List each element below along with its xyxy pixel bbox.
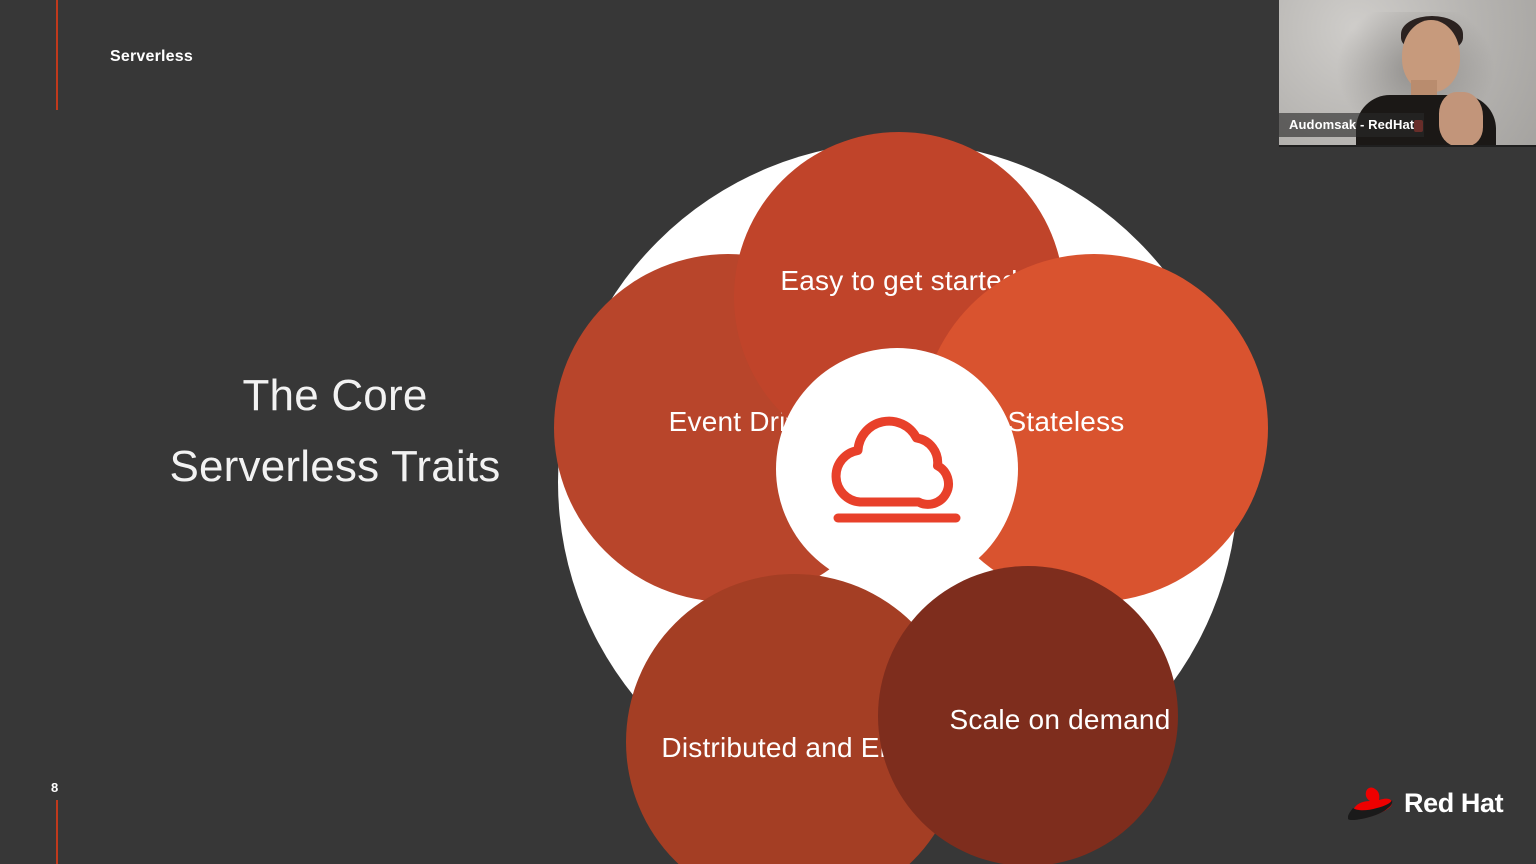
core-traits-venn-diagram: Event Driven Easy to get started Statele…	[548, 122, 1268, 864]
red-hat-wordmark: Red Hat	[1404, 787, 1504, 818]
red-hat-logo: Red Hat	[1348, 786, 1504, 820]
footer-accent-rule	[56, 800, 58, 864]
presenter-hand	[1439, 92, 1483, 145]
webcam-participant-name: Audomsak - RedHat	[1279, 113, 1425, 137]
header-accent-rule	[56, 0, 58, 110]
page-number: 8	[51, 780, 59, 795]
venn-lobe-label: Stateless	[1007, 406, 1125, 438]
slide-eyebrow-title: Serverless	[110, 48, 193, 65]
page-title: The Core Serverless Traits	[100, 360, 570, 503]
webcam-video-overlay[interactable]: Audomsak - RedHat	[1279, 0, 1536, 147]
red-hat-fedora-icon	[1348, 787, 1393, 820]
page-title-line-1: The Core	[242, 371, 428, 420]
venn-lobe-label: Scale on demand	[949, 704, 1171, 736]
cloud-icon	[831, 416, 961, 523]
venn-lobe-scale-on-demand: Scale on demand	[878, 566, 1178, 864]
venn-lobe-label: Easy to get started	[780, 265, 1018, 297]
venn-center-hub	[776, 348, 1018, 590]
page-title-line-2: Serverless Traits	[169, 442, 501, 492]
